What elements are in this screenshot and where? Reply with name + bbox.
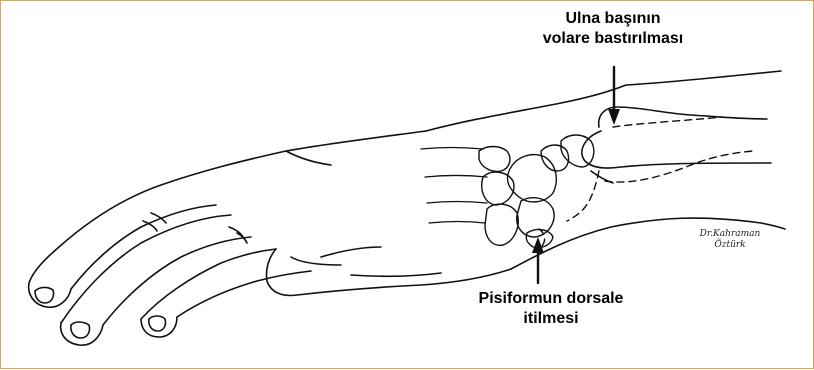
ulna-head-label-line1: Ulna başının xyxy=(513,9,713,29)
signature-line2: Öztürk xyxy=(695,240,765,251)
pisiform-label-line1: Pisiformun dorsale xyxy=(456,289,646,309)
displacement-dashed-lines xyxy=(539,117,753,247)
forearm-bones xyxy=(582,107,771,183)
pisiform-label-line2: itilmesi xyxy=(456,309,646,329)
pisiform-label: Pisiformun dorsale itilmesi xyxy=(456,289,646,329)
carpal-bones xyxy=(479,135,594,248)
ulna-head-label: Ulna başının volare bastırılması xyxy=(513,9,713,49)
artist-signature: Dr.Kahraman Öztürk xyxy=(695,229,765,251)
fingers xyxy=(29,205,311,345)
signature-line1: Dr.Kahraman xyxy=(695,229,765,240)
ulna-arrow-head xyxy=(608,109,620,125)
ulna-head-label-line2: volare bastırılması xyxy=(513,29,713,49)
metacarpals xyxy=(421,148,487,224)
